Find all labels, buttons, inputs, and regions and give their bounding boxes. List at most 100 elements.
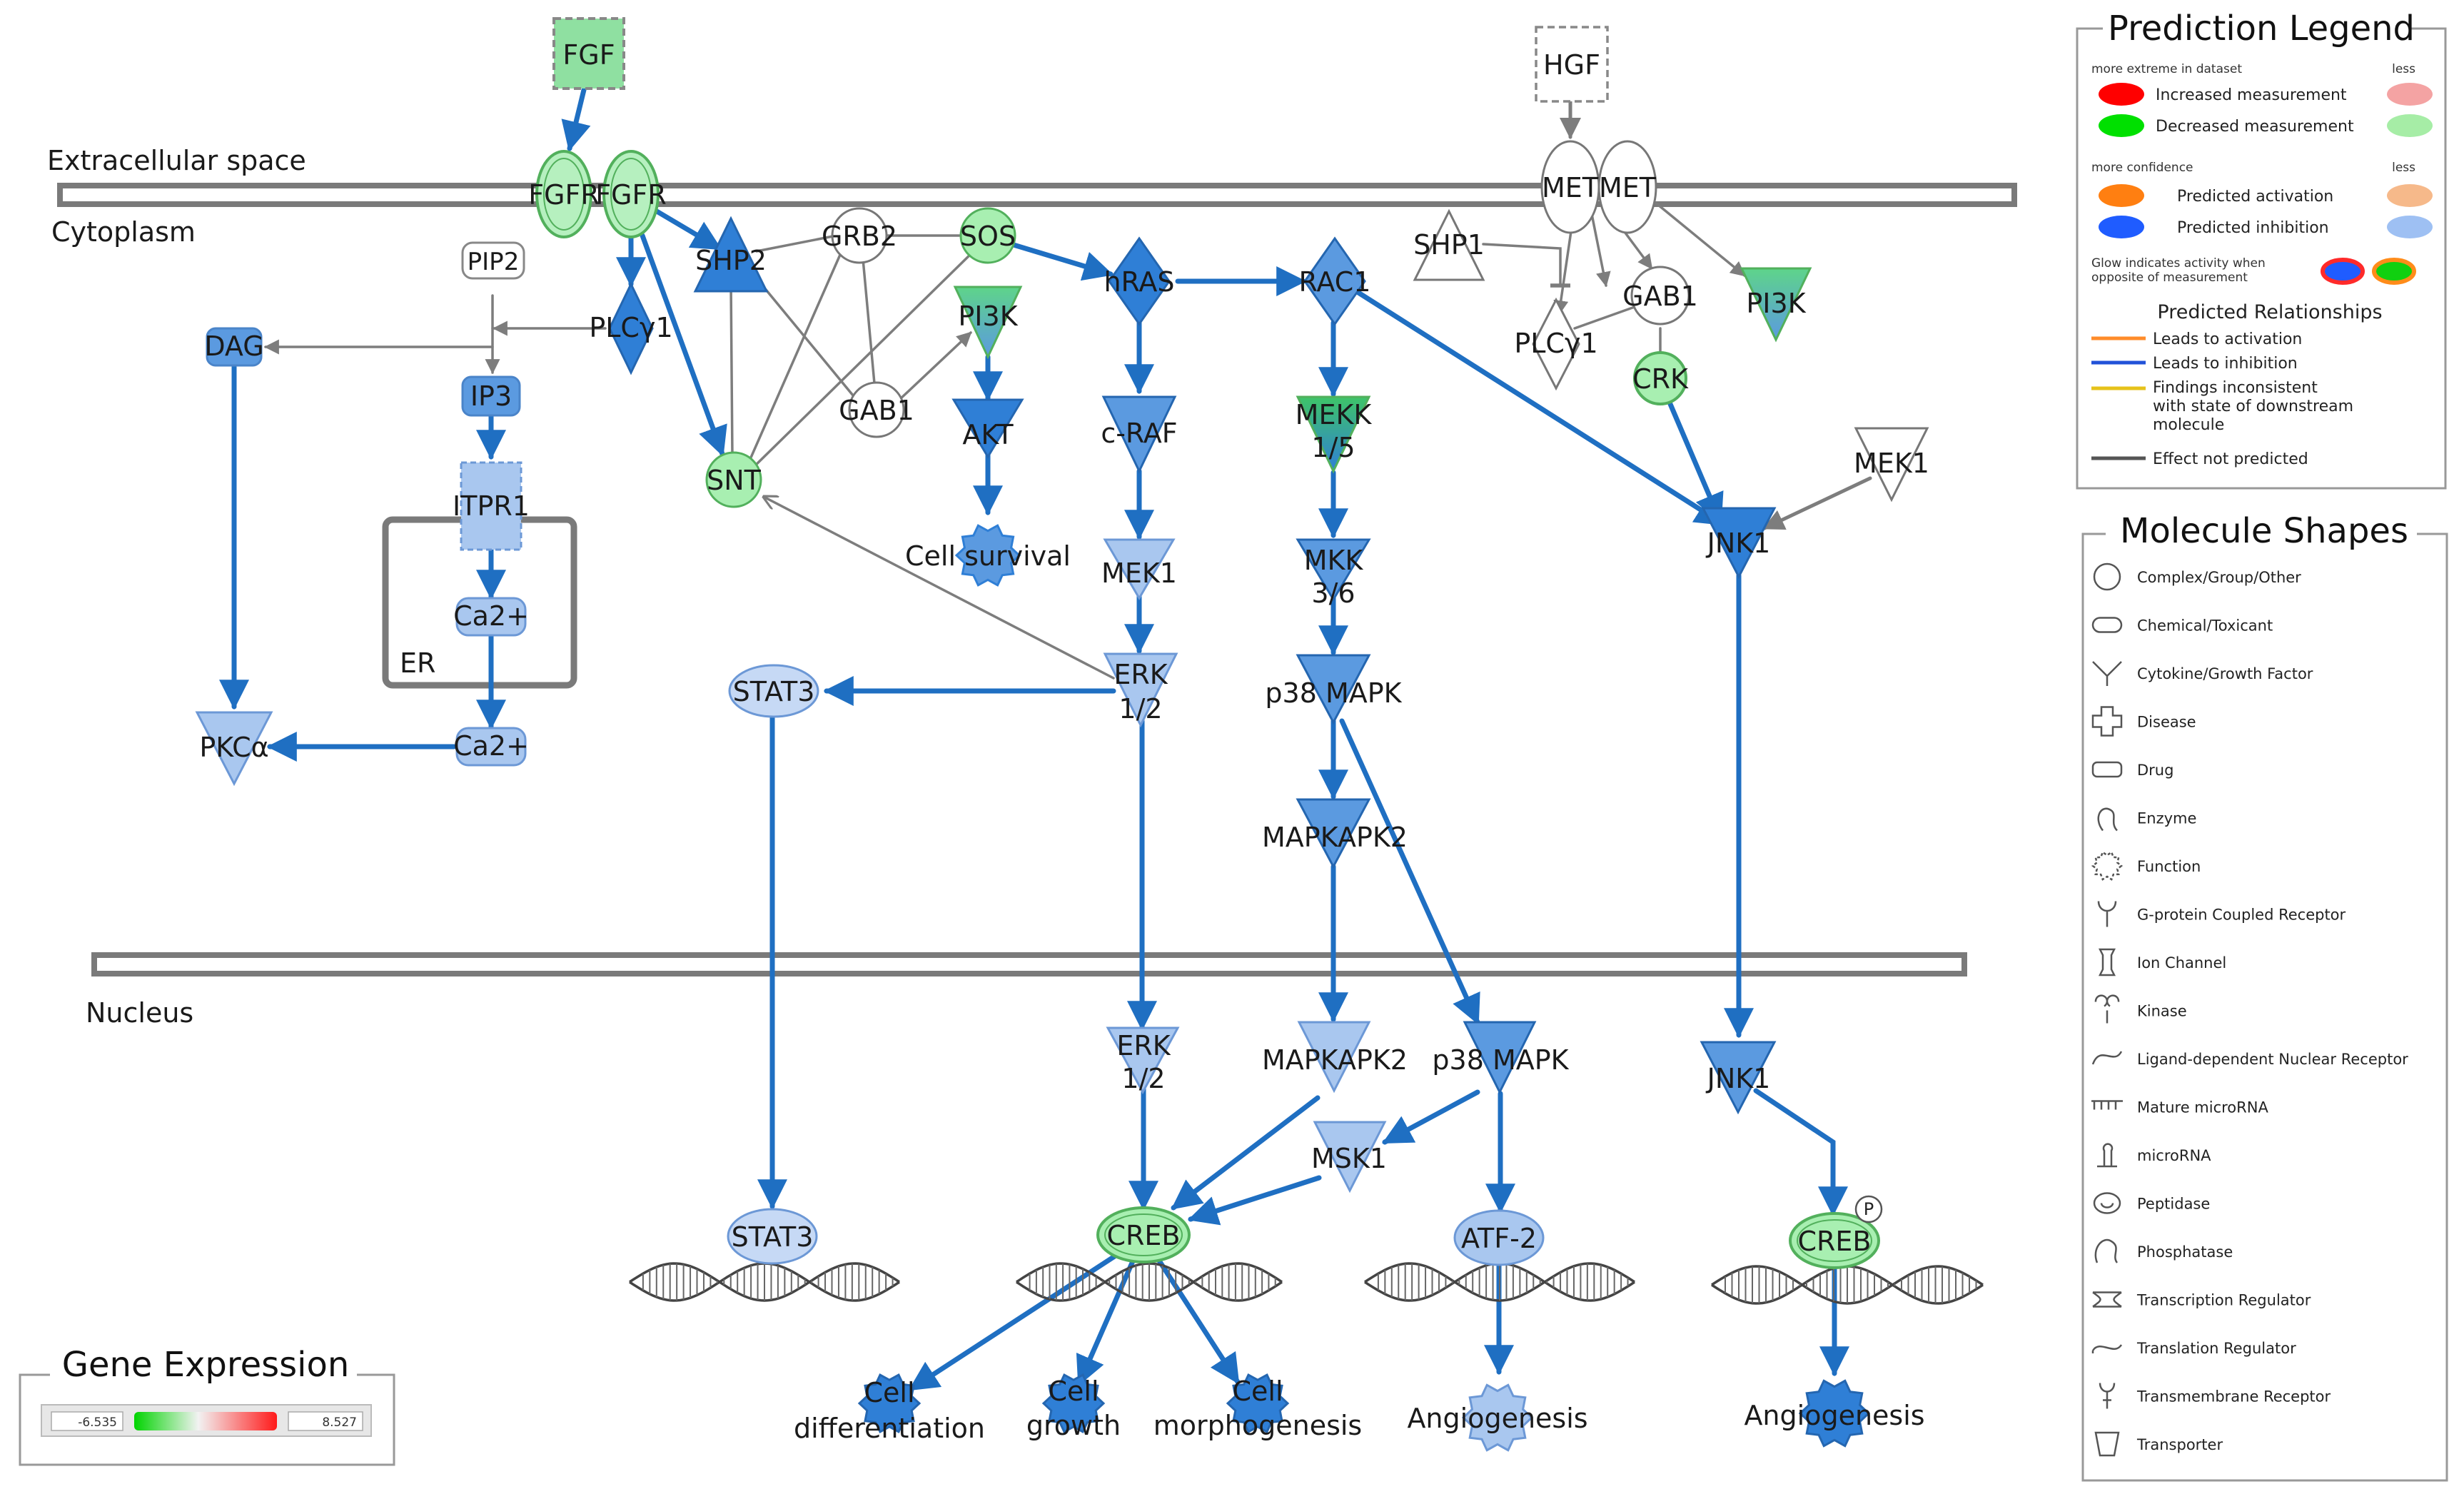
node-p38mapk-nucleus[interactable]: p38 MAPK [1432, 1021, 1570, 1095]
node-creb-p[interactable]: CREB P [1789, 1195, 1883, 1269]
node-fgfr-a[interactable]: FGFR [528, 150, 600, 238]
node-pip2[interactable]: PIP2 [461, 241, 525, 280]
node-plcy1-met[interactable]: PLCγ1 [1514, 297, 1598, 391]
edge-grb2-shp2 [755, 234, 838, 253]
molecule-shape-label: Ion Channel [2137, 954, 2226, 971]
molecule-shape-label: G-protein Coupled Receptor [2137, 907, 2346, 924]
node-pkca[interactable]: PKCα [195, 711, 273, 787]
node-pi3k-label: PI3K [958, 301, 1018, 332]
edge-fgfr-shp2 [647, 204, 722, 251]
edge-grb2-gab1 [861, 250, 877, 393]
region-er: ER [400, 647, 435, 679]
node-plcy1[interactable]: PLCγ1 [589, 281, 673, 375]
molecule-shape-row: Kinase [2094, 994, 2187, 1024]
node-fgf[interactable]: FGF [552, 17, 625, 90]
node-shp2[interactable]: SHP2 [693, 216, 769, 293]
node-itpr1[interactable]: ITPR1 [453, 461, 530, 551]
node-fgfr-b[interactable]: FGFR [595, 150, 667, 238]
node-pip2-label: PIP2 [468, 248, 520, 276]
node-jnk1-nucleus[interactable]: JNK1 [1700, 1041, 1777, 1115]
activation-weak-swatch [2387, 184, 2433, 207]
edge-creb-diff [908, 1245, 1131, 1392]
function-gear-icon [1798, 1379, 1871, 1448]
legend-pred-inhibition: Predicted inhibition [2177, 219, 2329, 237]
edge-p38-p38n [1339, 718, 1480, 1025]
node-grb2[interactable]: GRB2 [822, 207, 897, 264]
edge-sos-hras [1004, 240, 1114, 281]
molecule-shape-row: G-protein Coupled Receptor [2097, 901, 2346, 927]
molecule-shape-label: Complex/Group/Other [2137, 569, 2301, 586]
node-shp1[interactable]: SHP1 [1413, 208, 1485, 281]
node-stat3-label: STAT3 [733, 676, 815, 707]
legend-less-1: less [2392, 62, 2415, 76]
node-gab1-met[interactable]: GAB1 [1622, 266, 1698, 325]
molecule-shape-row: Chemical/Toxicant [2091, 617, 2273, 635]
node-met-a[interactable]: MET [1540, 140, 1600, 234]
node-ca2-cyto[interactable]: Ca2+ [453, 727, 529, 767]
increased-strong-swatch [2099, 83, 2144, 106]
node-p38mapk-nucleus-label: p38 MAPK [1432, 1044, 1569, 1076]
node-mapkapk2-nucleus[interactable]: MAPKAPK2 [1262, 1021, 1408, 1094]
molecule-shapes-legend: Molecule Shapes Complex/Group/OtherChemi… [2081, 511, 2448, 1482]
edge-shp2-snt [729, 283, 734, 458]
molecule-shape-label: Function [2137, 858, 2201, 875]
node-mek1-met[interactable]: MEK1 [1854, 427, 1929, 503]
molecule-shape-row: Enzyme [2097, 807, 2196, 832]
node-ip3-label: IP3 [470, 380, 512, 412]
node-dag[interactable]: DAG [204, 327, 264, 367]
function-gear-icon [857, 1373, 922, 1433]
node-cell-survival[interactable]: Cell survival [905, 524, 1071, 587]
function-gear-icon [1461, 1383, 1534, 1452]
node-snt[interactable]: SNT [705, 451, 762, 508]
node-hras[interactable]: hRAS [1104, 236, 1175, 326]
node-mek1[interactable]: MEK1 [1101, 538, 1177, 600]
node-cell-morphogenesis[interactable]: Cell morphogenesis [1153, 1373, 1362, 1441]
edge-jnk1n-crebp [1753, 1088, 1848, 1217]
node-stat3[interactable]: STAT3 [728, 664, 819, 718]
node-akt[interactable]: AKT [951, 398, 1024, 459]
node-cell-growth[interactable]: Cell growth [1026, 1373, 1121, 1441]
node-creb[interactable]: CREB [1096, 1206, 1191, 1263]
node-angiogenesis-2[interactable]: Angiogenesis [1744, 1379, 1925, 1448]
node-craf[interactable]: c-RAF [1101, 395, 1178, 474]
legend-more-confidence: more confidence [2091, 161, 2193, 175]
node-sos[interactable]: SOS [959, 207, 1016, 264]
node-jnk1[interactable]: JNK1 [1701, 507, 1777, 580]
node-cell-morph-line1: Cell [1232, 1376, 1283, 1407]
node-met-b[interactable]: MET [1597, 140, 1657, 234]
node-ca2-er[interactable]: Ca2+ [453, 597, 529, 637]
function-gear-icon [1226, 1373, 1290, 1433]
node-stat3-nucleus[interactable]: STAT3 [727, 1208, 818, 1265]
molecule-shape-label: Translation Regulator [2136, 1340, 2296, 1357]
node-ca2-cyto-label: Ca2+ [453, 730, 529, 762]
molecule-shape-label: Mature microRNA [2137, 1099, 2268, 1116]
edge-p38n-msk1 [1382, 1089, 1480, 1145]
node-cell-survival-label: Cell survival [905, 540, 1071, 572]
node-angiogenesis-1[interactable]: Angiogenesis [1407, 1383, 1588, 1452]
node-cell-differentiation[interactable]: Cell differentiation [794, 1373, 985, 1444]
node-jnk1-nucleus-label: JNK1 [1706, 1063, 1771, 1094]
node-ip3[interactable]: IP3 [461, 375, 521, 417]
node-crk[interactable]: CRK [1632, 351, 1689, 405]
node-atf2[interactable]: ATF-2 [1453, 1209, 1545, 1266]
legend-less-2: less [2392, 161, 2415, 175]
node-p38mapk[interactable]: p38 MAPK [1265, 654, 1403, 725]
node-gab1[interactable]: GAB1 [839, 381, 914, 438]
legend-glow-1: Glow indicates activity when [2091, 256, 2266, 271]
node-hgf[interactable]: HGF [1535, 26, 1609, 103]
node-shp2-label: SHP2 [695, 245, 767, 276]
node-pi3k-met[interactable]: PI3K [1740, 267, 1812, 343]
node-angio1-label: Angiogenesis [1407, 1403, 1587, 1434]
node-pi3k[interactable]: PI3K [953, 286, 1023, 360]
node-rac1[interactable]: RAC1 [1299, 236, 1371, 326]
node-mapkapk2[interactable]: MAPKAPK2 [1262, 798, 1408, 869]
node-creb-label: CREB [1106, 1220, 1180, 1251]
node-sos-label: SOS [960, 221, 1016, 252]
node-msk1[interactable]: MSK1 [1311, 1121, 1387, 1193]
